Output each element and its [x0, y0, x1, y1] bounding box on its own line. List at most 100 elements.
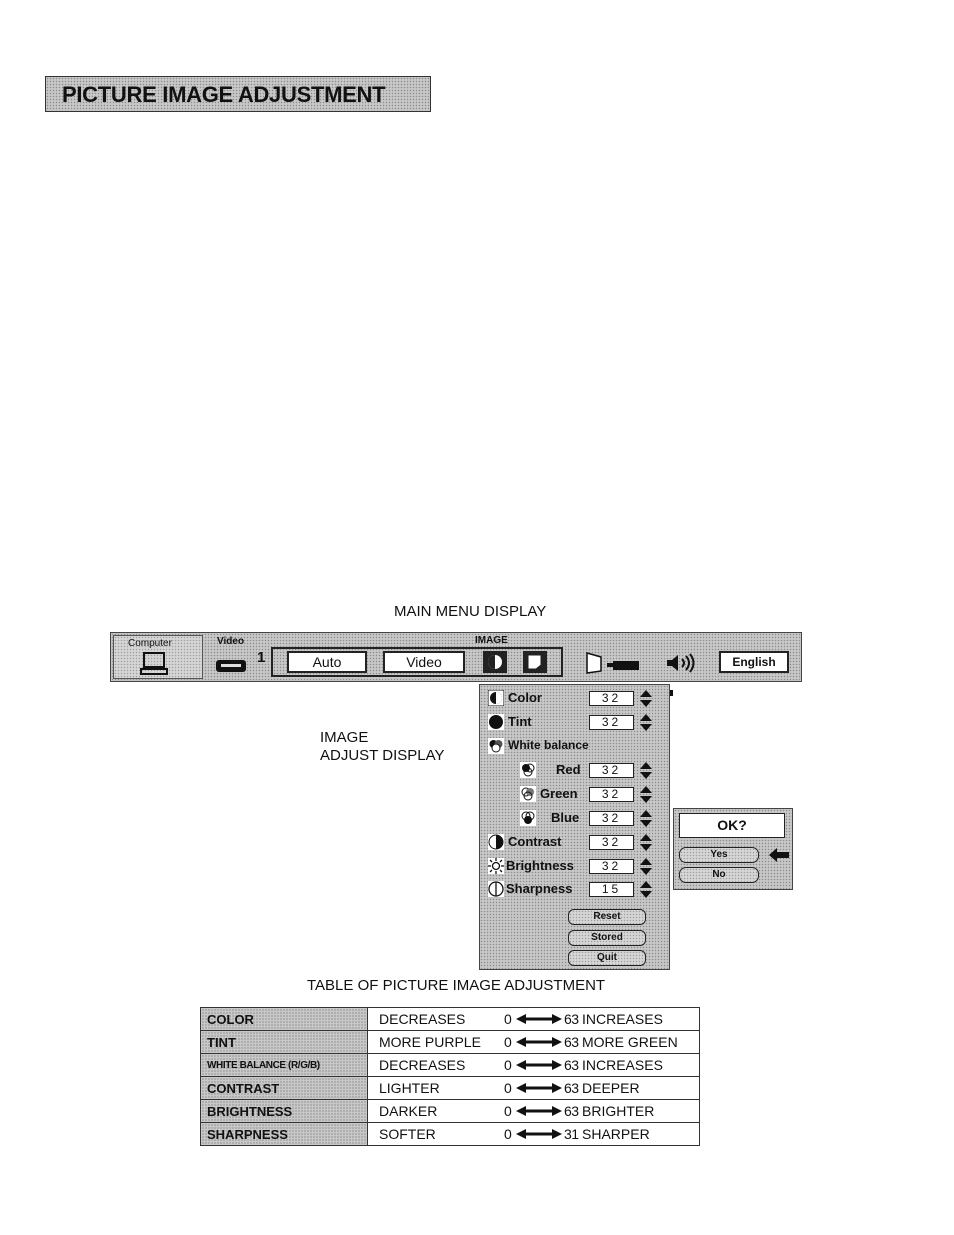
blue-label: Blue	[551, 810, 580, 825]
sharpness-icon	[488, 881, 504, 897]
table-row: BRIGHTNESS DARKER 0 63 BRIGHTER	[200, 1099, 700, 1123]
blue-row[interactable]: Blue 32	[484, 807, 667, 829]
high-effect: BRIGHTER	[582, 1103, 655, 1119]
red-label: Red	[556, 762, 581, 777]
blue-icon	[520, 810, 536, 826]
vcr-icon[interactable]	[215, 655, 249, 675]
green-icon	[520, 786, 536, 802]
white-balance-icon	[488, 738, 504, 754]
image-section	[271, 647, 563, 677]
table-row: TINT MORE PURPLE 0 63 MORE GREEN	[200, 1030, 700, 1054]
green-row[interactable]: Green 32	[484, 783, 667, 805]
low-effect: DECREASES	[379, 1011, 466, 1027]
color-icon	[488, 690, 504, 706]
max-value: 63	[564, 1103, 579, 1119]
speaker-icon[interactable]	[665, 653, 699, 673]
row-range: MORE PURPLE 0 63 MORE GREEN	[367, 1030, 700, 1054]
computer-label: Computer	[128, 638, 172, 649]
min-value: 0	[504, 1126, 512, 1142]
quit-button[interactable]: Quit	[568, 950, 646, 966]
brightness-icon	[488, 858, 504, 874]
main-menu-caption: MAIN MENU DISPLAY	[394, 603, 547, 620]
row-name: SHARPNESS	[200, 1122, 368, 1146]
low-effect: LIGHTER	[379, 1080, 440, 1096]
row-range: DECREASES 0 63 INCREASES	[367, 1053, 700, 1077]
double-arrow-icon	[516, 1060, 562, 1070]
low-effect: DECREASES	[379, 1057, 466, 1073]
row-range: DECREASES 0 63 INCREASES	[367, 1007, 700, 1031]
low-effect: SOFTER	[379, 1126, 436, 1142]
brightness-value: 32	[589, 859, 634, 874]
brightness-row[interactable]: Brightness 32	[484, 855, 667, 877]
low-effect: DARKER	[379, 1103, 438, 1119]
red-updown-icon[interactable]	[640, 762, 652, 779]
stored-button[interactable]: Stored	[568, 930, 646, 946]
contrast-icon	[488, 834, 504, 850]
ok-question: OK?	[679, 813, 785, 838]
red-value: 32	[589, 763, 634, 778]
row-name: BRIGHTNESS	[200, 1099, 368, 1123]
table-row: CONTRAST LIGHTER 0 63 DEEPER	[200, 1076, 700, 1100]
row-name: WHITE BALANCE (R/G/B)	[200, 1053, 368, 1077]
double-arrow-icon	[516, 1106, 562, 1116]
double-arrow-icon	[516, 1083, 562, 1093]
computer-icon	[140, 652, 168, 675]
contrast-updown-icon[interactable]	[640, 834, 652, 851]
auto-button[interactable]: Auto	[287, 651, 367, 673]
reset-button[interactable]: Reset	[568, 909, 646, 925]
brightness-updown-icon[interactable]	[640, 858, 652, 875]
double-arrow-icon	[516, 1014, 562, 1024]
page-title: PICTURE IMAGE ADJUSTMENT	[62, 82, 386, 107]
row-range: SOFTER 0 31 SHARPER	[367, 1122, 700, 1146]
max-value: 63	[564, 1080, 579, 1096]
video-input-number: 1	[257, 649, 266, 666]
double-arrow-icon	[516, 1037, 562, 1047]
row-name: TINT	[200, 1030, 368, 1054]
color-row[interactable]: Color 32	[484, 687, 667, 709]
white-balance-label: White balance	[508, 738, 589, 752]
image-adjust-caption-2: ADJUST DISPLAY	[320, 747, 445, 764]
table-row: COLOR DECREASES 0 63 INCREASES	[200, 1007, 700, 1031]
double-arrow-icon	[516, 1129, 562, 1139]
computer-tab[interactable]: Computer	[113, 635, 203, 679]
no-button[interactable]: No	[679, 867, 759, 883]
white-balance-row[interactable]: White balance	[484, 735, 667, 757]
row-name: COLOR	[200, 1007, 368, 1031]
min-value: 0	[504, 1103, 512, 1119]
sharpness-updown-icon[interactable]	[640, 881, 652, 898]
contrast-row[interactable]: Contrast 32	[484, 831, 667, 853]
image-adjust-icon[interactable]	[483, 651, 507, 673]
red-row[interactable]: Red 32	[484, 759, 667, 781]
color-updown-icon[interactable]	[640, 690, 652, 707]
table-row: SHARPNESS SOFTER 0 31 SHARPER	[200, 1122, 700, 1146]
row-name: CONTRAST	[200, 1076, 368, 1100]
language-button[interactable]: English	[719, 651, 789, 673]
low-effect: MORE PURPLE	[379, 1034, 481, 1050]
yes-pointer-icon	[769, 848, 789, 862]
sharpness-row[interactable]: Sharpness 15	[484, 878, 667, 900]
green-updown-icon[interactable]	[640, 786, 652, 803]
min-value: 0	[504, 1057, 512, 1073]
tint-label: Tint	[508, 714, 532, 729]
screen-projector-icon[interactable]	[585, 651, 643, 675]
max-value: 31	[564, 1126, 579, 1142]
max-value: 63	[564, 1011, 579, 1027]
max-value: 63	[564, 1057, 579, 1073]
image-adjust-panel: Color 32 Tint 32 White balance Red 32 Gr…	[479, 684, 670, 970]
row-range: DARKER 0 63 BRIGHTER	[367, 1099, 700, 1123]
high-effect: SHARPER	[582, 1126, 650, 1142]
table-caption: TABLE OF PICTURE IMAGE ADJUSTMENT	[307, 977, 606, 994]
video-mode-button[interactable]: Video	[383, 651, 465, 673]
high-effect: INCREASES	[582, 1057, 663, 1073]
max-value: 63	[564, 1034, 579, 1050]
tint-value: 32	[589, 715, 634, 730]
high-effect: DEEPER	[582, 1080, 640, 1096]
yes-button[interactable]: Yes	[679, 847, 759, 863]
tint-updown-icon[interactable]	[640, 714, 652, 731]
tint-row[interactable]: Tint 32	[484, 711, 667, 733]
blue-updown-icon[interactable]	[640, 810, 652, 827]
adjustment-table: COLOR DECREASES 0 63 INCREASES TINT MORE…	[200, 1007, 700, 1146]
ok-dialog: OK? Yes No	[673, 808, 793, 890]
sharpness-value: 15	[589, 882, 634, 897]
image-level-icon[interactable]	[523, 651, 547, 673]
